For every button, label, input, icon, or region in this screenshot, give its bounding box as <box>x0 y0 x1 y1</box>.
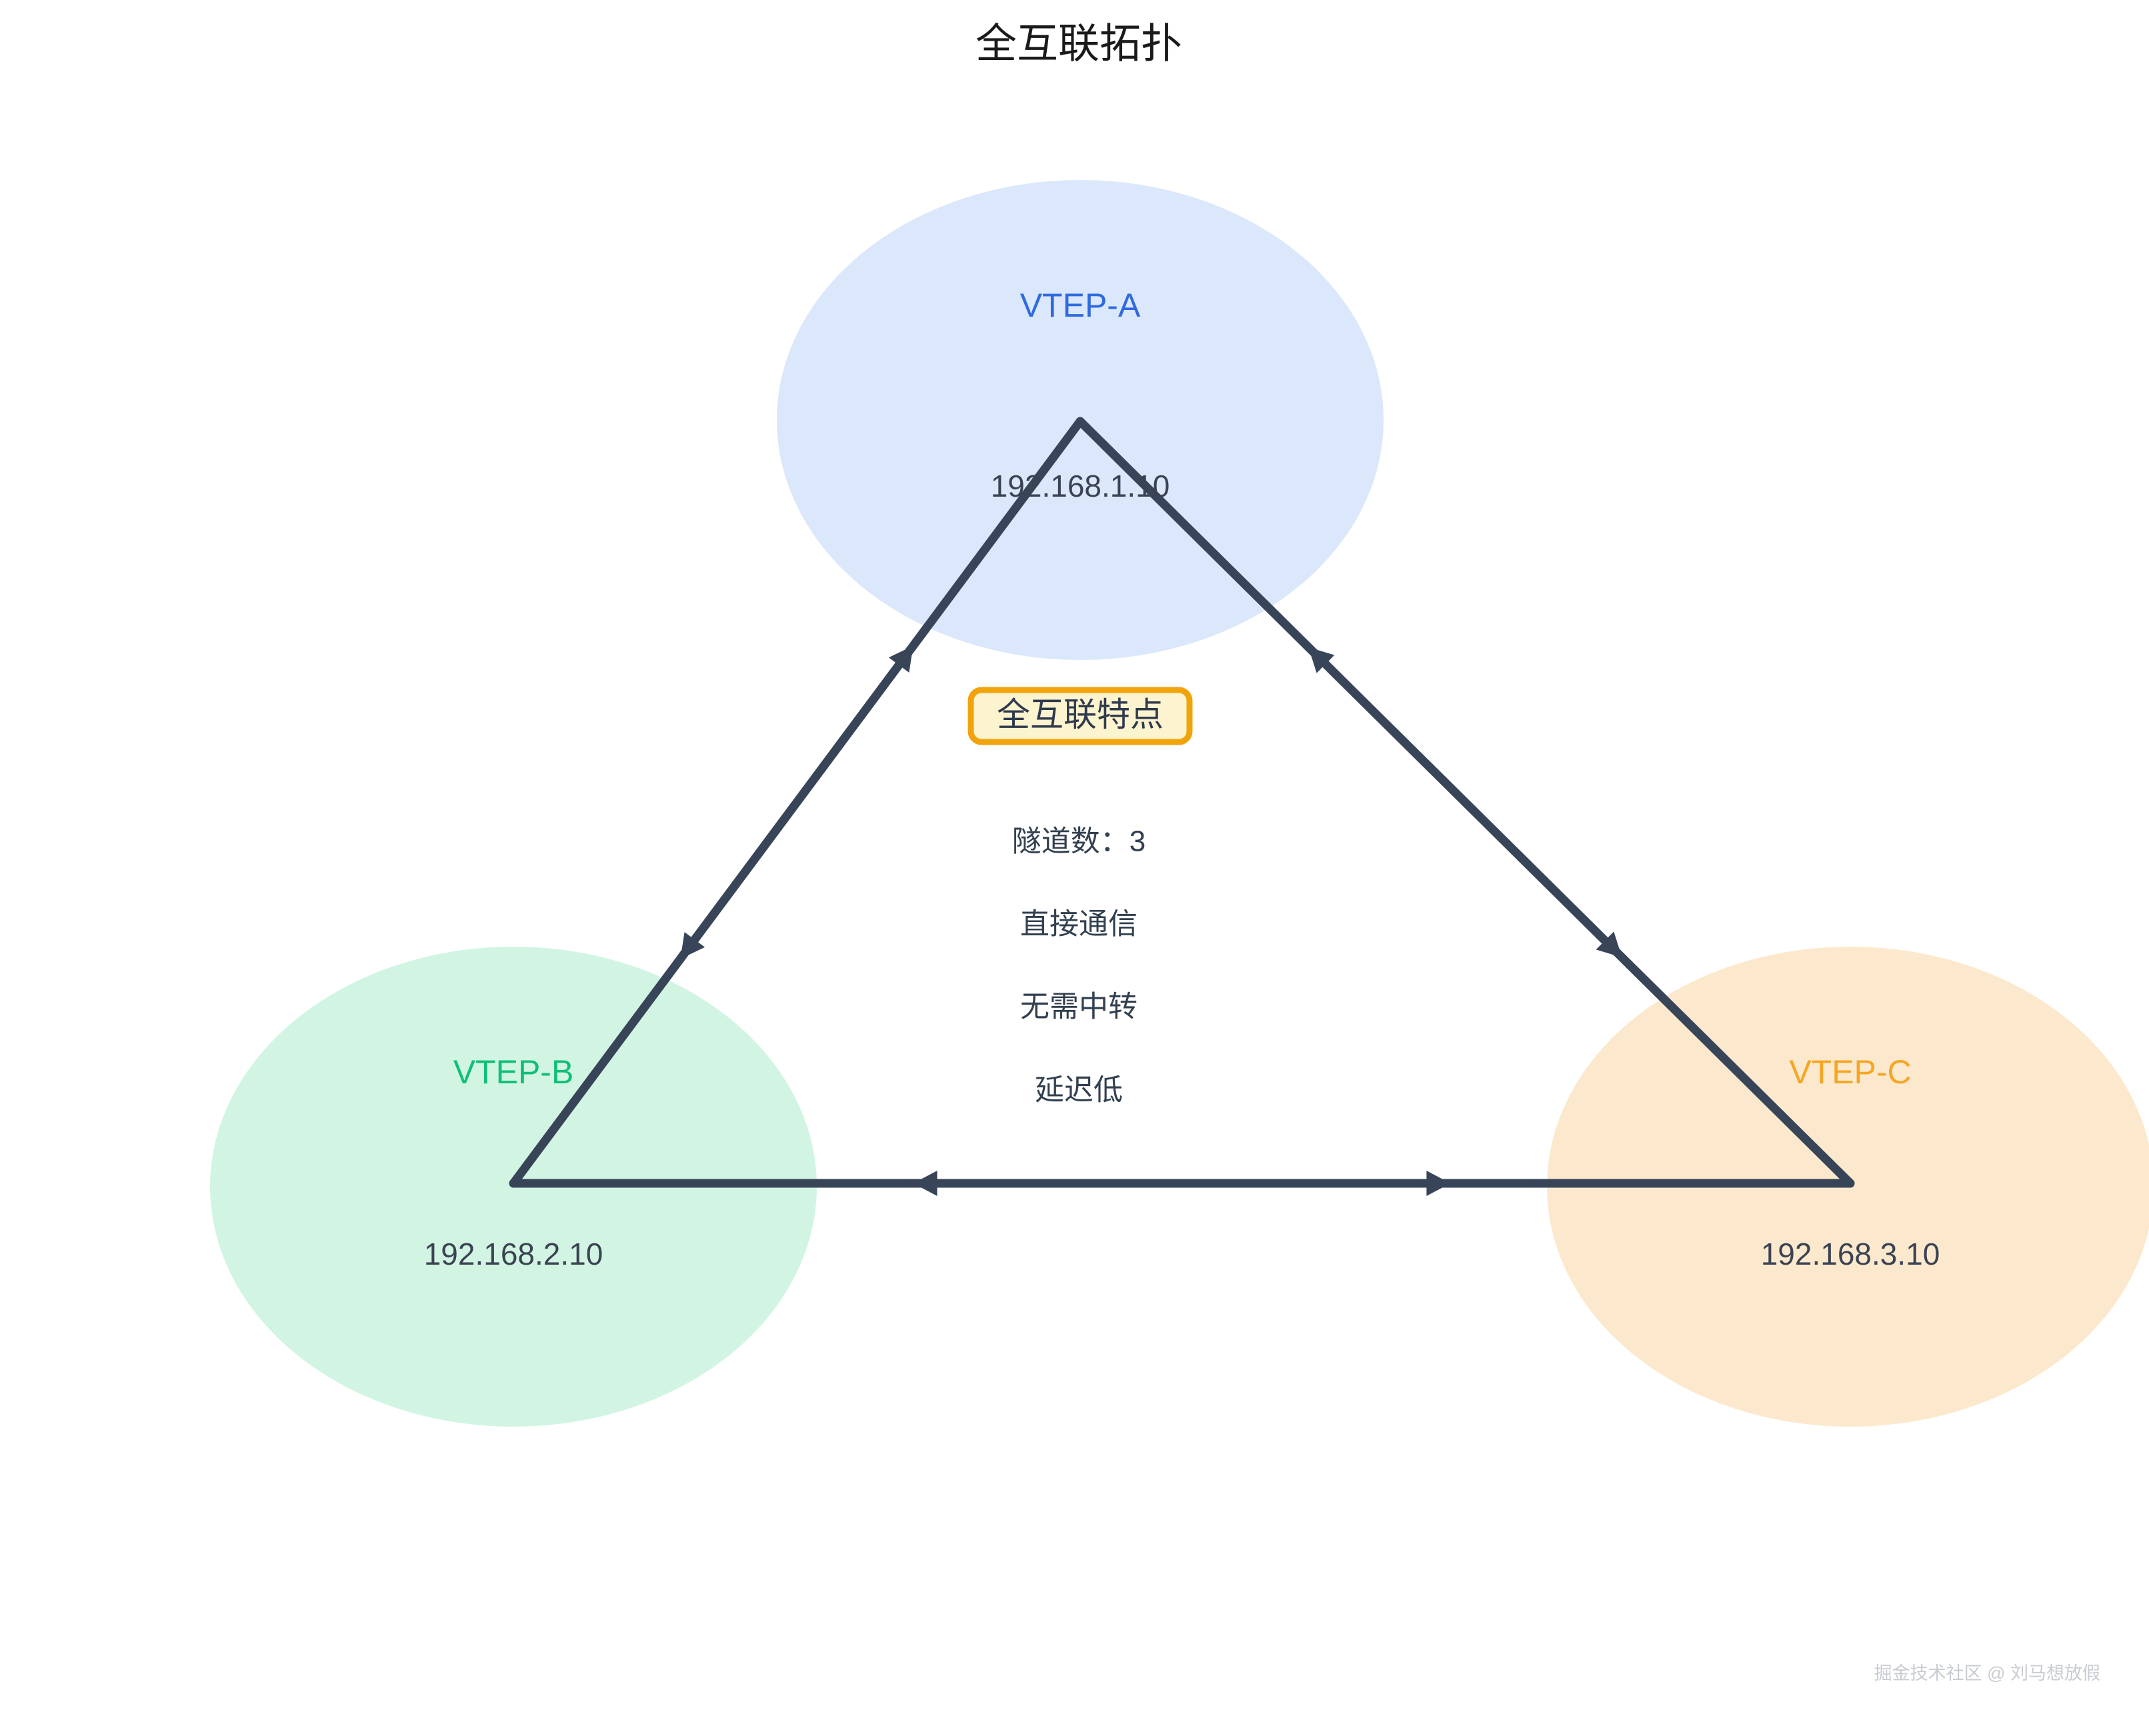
feature-item: 隧道数：3 <box>1012 825 1146 858</box>
edge-arrowhead-icon <box>1426 1171 1451 1196</box>
badge-label: 全互联特点 <box>997 696 1164 733</box>
feature-item: 延迟低 <box>1035 1074 1123 1107</box>
node-ip-vtep-c: 192.168.3.10 <box>1761 1237 1940 1271</box>
node-label-vtep-a: VTEP-A <box>1020 287 1141 324</box>
node-label-vtep-b: VTEP-B <box>453 1053 574 1091</box>
badge-background <box>967 687 1193 745</box>
tunnel-edges-group <box>509 417 1855 1188</box>
edge-arrowheads-group <box>680 645 1622 1196</box>
edge-line-a-b[interactable] <box>509 417 1085 1188</box>
node-label-vtep-c: VTEP-C <box>1789 1053 1911 1091</box>
edge-arrowhead-icon <box>1308 647 1335 673</box>
feature-item: 无需中转 <box>1020 991 1138 1023</box>
watermark-text: 掘金技术社区 @ 刘马想放假 <box>1874 1663 2100 1683</box>
edge-arrowhead-icon <box>913 1171 937 1196</box>
node-labels-group: VTEP-A 192.168.1.10 VTEP-B 192.168.2.10 … <box>424 287 1940 1271</box>
edge-arrowhead-icon <box>888 645 913 673</box>
edge-arrowhead-icon <box>680 932 705 959</box>
node-ip-vtep-a: 192.168.1.10 <box>991 469 1170 503</box>
features-badge[interactable]: 全互联特点 <box>967 687 1193 745</box>
edge-arrowhead-icon <box>1596 931 1622 958</box>
node-ip-vtep-b: 192.168.2.10 <box>424 1237 603 1271</box>
page-title: 全互联拓扑 <box>975 21 1182 67</box>
feature-item: 直接通信 <box>1020 908 1138 941</box>
edge-line-a-c[interactable] <box>1076 417 1855 1188</box>
